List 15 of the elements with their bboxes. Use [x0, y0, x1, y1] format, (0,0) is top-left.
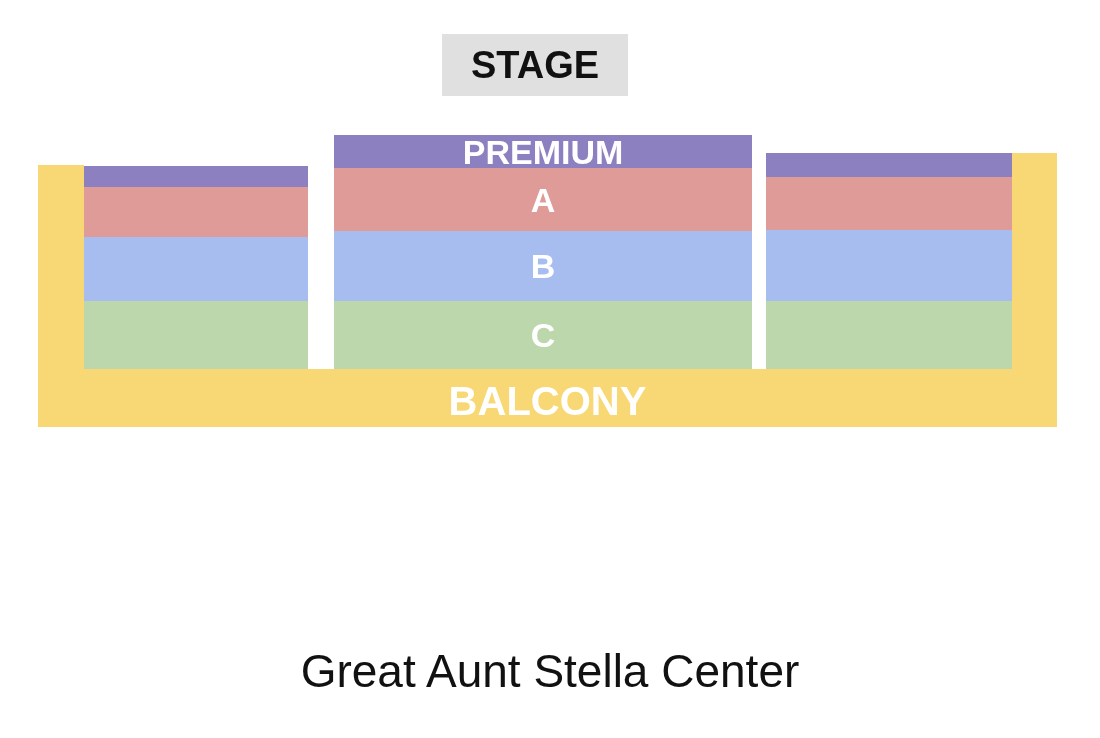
seating-section	[766, 230, 1012, 301]
seating-section	[84, 187, 308, 237]
seating-section: B	[334, 231, 752, 301]
seating-section: A	[334, 168, 752, 231]
seating-section	[766, 153, 1012, 177]
section-label: BALCONY	[447, 381, 648, 421]
seating-section	[84, 166, 308, 187]
seating-section	[766, 177, 1012, 230]
seating-section	[84, 237, 308, 301]
seating-section	[84, 301, 308, 369]
stage-box: STAGE	[442, 34, 628, 96]
seating-section: PREMIUM	[334, 135, 752, 168]
caption: Great Aunt Stella Center	[300, 645, 800, 697]
seating-section: C	[334, 301, 752, 369]
seating-section	[766, 301, 1012, 369]
